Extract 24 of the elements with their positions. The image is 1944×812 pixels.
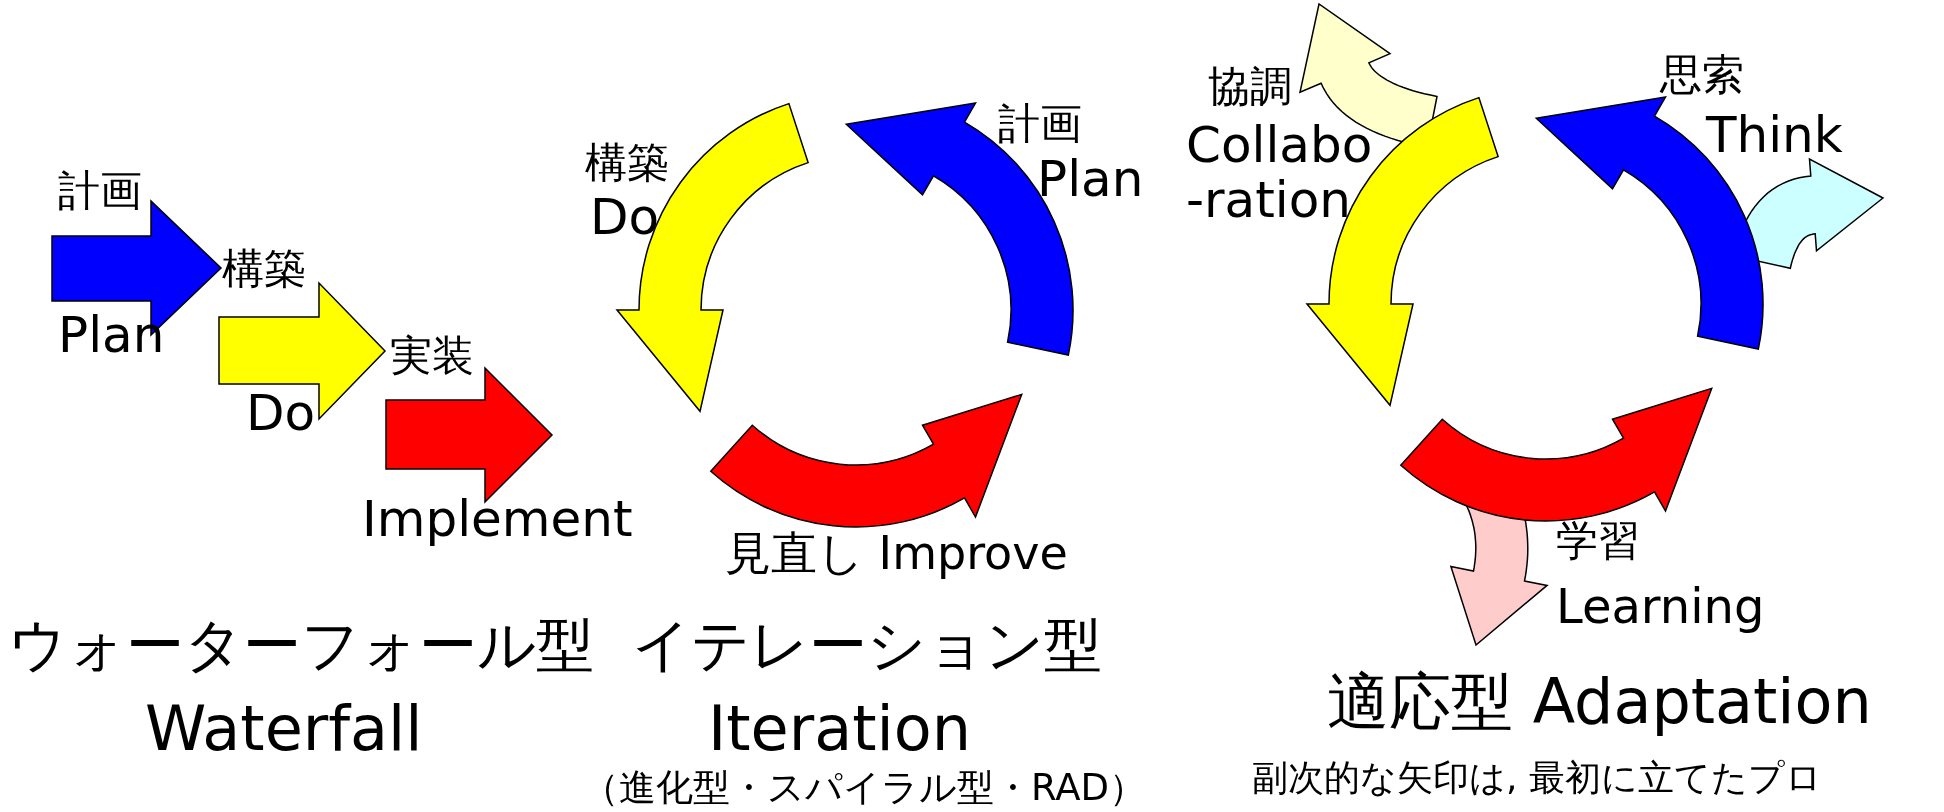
step-label: Plan [58,308,165,363]
step-label: Think [1706,108,1843,163]
method-name: Iteration [708,695,971,764]
step-label: 構築 [585,140,669,187]
step-label: Do [246,386,316,441]
step-label: Learning [1556,580,1765,633]
step-label: Plan [1037,152,1144,207]
method-name: ウォーターフォール型 [8,614,594,678]
step-label: 思索 [1660,52,1744,99]
step-label: 構築 [222,246,306,293]
method-name: （進化型・スパイラル型・RAD） [582,768,1146,809]
step-label: 見直し Improve [725,528,1068,579]
step-label: Implement [362,492,633,547]
step-label: Collabo -ration [1186,118,1374,228]
step-label: 計画 [998,101,1082,148]
step-label: 計画 [58,168,142,215]
method-name: Waterfall [145,695,423,764]
caption-note: 副次的な矢印は, 最初に立てたプロ [1252,758,1822,798]
step-label: 学習 [1556,518,1640,565]
step-label: 実装 [390,333,474,380]
method-name: イテレーション型 [632,614,1102,678]
step-label: Do [590,190,660,245]
method-name: 適応型 Adaptation [1327,668,1872,737]
step-label: 協調 [1208,64,1292,111]
